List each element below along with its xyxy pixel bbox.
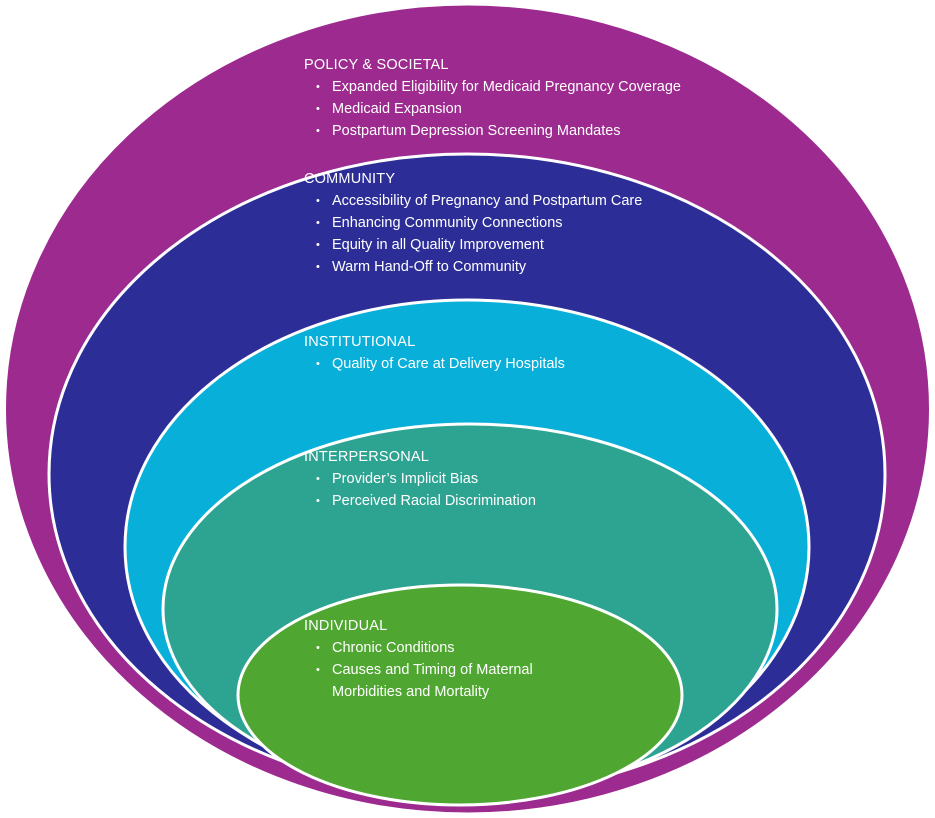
list-item: Medicaid Expansion — [304, 98, 681, 120]
individual-list: Chronic Conditions Causes and Timing of … — [304, 637, 582, 703]
list-item: Causes and Timing of Maternal Morbiditie… — [304, 659, 582, 703]
policy-societal-block: POLICY & SOCIETAL Expanded Eligibility f… — [304, 56, 681, 142]
individual-title: INDIVIDUAL — [304, 618, 388, 634]
list-item: Quality of Care at Delivery Hospitals — [304, 353, 565, 375]
individual-block: INDIVIDUAL Chronic Conditions Causes and… — [304, 617, 582, 703]
institutional-title: INSTITUTIONAL — [304, 334, 416, 350]
institutional-list: Quality of Care at Delivery Hospitals — [304, 353, 565, 375]
institutional-block: INSTITUTIONAL Quality of Care at Deliver… — [304, 333, 565, 375]
list-item: Provider’s Implicit Bias — [304, 468, 536, 490]
community-title: COMMUNITY — [304, 171, 396, 187]
interpersonal-title: INTERPERSONAL — [304, 449, 430, 465]
interpersonal-list: Provider’s Implicit Bias Perceived Racia… — [304, 468, 536, 512]
list-item: Enhancing Community Connections — [304, 212, 642, 234]
community-block: COMMUNITY Accessibility of Pregnancy and… — [304, 170, 642, 278]
interpersonal-block: INTERPERSONAL Provider’s Implicit Bias P… — [304, 448, 536, 512]
list-item: Perceived Racial Discrimination — [304, 490, 536, 512]
list-item: Warm Hand-Off to Community — [304, 256, 642, 278]
list-item: Expanded Eligibility for Medicaid Pregna… — [304, 76, 681, 98]
policy-societal-list: Expanded Eligibility for Medicaid Pregna… — [304, 76, 681, 142]
list-item: Accessibility of Pregnancy and Postpartu… — [304, 190, 642, 212]
list-item: Equity in all Quality Improvement — [304, 234, 642, 256]
list-item: Postpartum Depression Screening Mandates — [304, 120, 681, 142]
list-item: Chronic Conditions — [304, 637, 582, 659]
policy-societal-title: POLICY & SOCIETAL — [304, 57, 449, 73]
community-list: Accessibility of Pregnancy and Postpartu… — [304, 190, 642, 278]
